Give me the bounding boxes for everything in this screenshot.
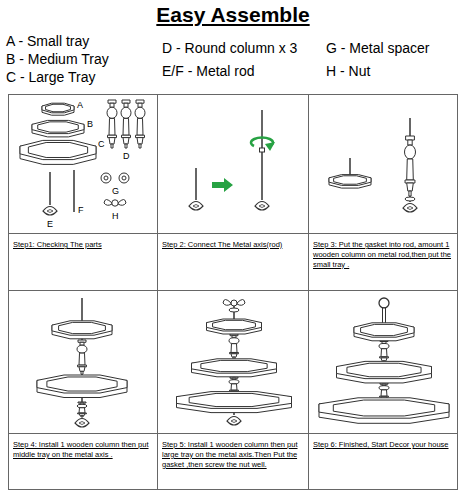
wing-nut-wing: [104, 200, 112, 206]
step-panel: Step1: Checking The parts: [8, 94, 158, 291]
step-caption: Step 2: Connect The Metal axis(rod): [162, 240, 304, 250]
metal-rod: [261, 110, 263, 200]
washer-hole: [104, 176, 108, 180]
green-rotate-arrowhead: [265, 142, 275, 151]
step-panel: Step 3: Put the gasket into rod, amount …: [308, 94, 458, 291]
part-letter: F: [78, 205, 84, 216]
column: [77, 402, 87, 417]
top-ring-stem: [383, 308, 386, 324]
column: [405, 136, 416, 196]
wing-nut-wing: [223, 300, 231, 306]
large-tray: [319, 398, 449, 424]
small-tray: [42, 103, 74, 115]
gasket: [405, 197, 415, 201]
large-tray: [177, 392, 292, 413]
column: [135, 100, 145, 148]
part-letter: A: [77, 100, 83, 111]
parts-figure: [20, 100, 145, 215]
caption-area: Step 2: Connect The Metal axis(rod): [158, 233, 308, 290]
part-letter: G: [112, 186, 119, 197]
wing-nut-wing: [118, 200, 126, 206]
part-list-entry: H - Nut: [326, 63, 370, 80]
column: [107, 100, 117, 148]
gasket: [229, 308, 239, 312]
step-panel: Step 2: Connect The Metal axis(rod): [157, 94, 309, 291]
caption-area: Step 3: Put the gasket into rod, amount …: [309, 233, 457, 290]
column: [121, 100, 131, 148]
small-tray: [354, 323, 414, 341]
part-letter: E: [47, 219, 53, 230]
step4-figure: [37, 298, 127, 427]
connect-rod-figure: [189, 110, 275, 210]
washer: [101, 173, 111, 183]
metal-rod: [73, 170, 75, 212]
column: [229, 334, 239, 359]
large-tray: [20, 140, 96, 164]
part-list-entry: G - Metal spacer: [326, 40, 429, 57]
small-tray: [329, 175, 371, 189]
small-tray: [52, 321, 112, 339]
washer: [119, 173, 129, 183]
step-caption: Step 5: Install 1 wooden column then put…: [162, 440, 304, 469]
wing-nut-body: [231, 300, 237, 306]
part-list-entry: D - Round column x 3: [162, 40, 297, 57]
step-caption: Step1: Checking The parts: [13, 240, 153, 250]
part-list-entry: C - Large Tray: [6, 69, 95, 86]
step-caption: Step 6: Finished, Start Decor your house: [313, 440, 453, 450]
wing-nut-body: [112, 200, 118, 206]
part-letter: D: [123, 151, 130, 162]
small-tray: [207, 319, 262, 334]
part-letter: C: [98, 139, 105, 150]
step5-figure: [177, 300, 292, 426]
medium-tray: [192, 359, 277, 377]
medium-tray: [32, 120, 84, 136]
finished-stand-figure: [319, 298, 449, 423]
step-panel: Step 4: Install 1 wooden column then put…: [8, 290, 158, 490]
step-panel: Step 5: Install 1 wooden column then put…: [157, 290, 309, 490]
rod-handle: [255, 202, 269, 211]
caption-area: Step 6: Finished, Start Decor your house: [309, 433, 457, 489]
rod-handle: [43, 207, 57, 216]
step3-figure: [329, 118, 417, 212]
rod-handle: [403, 204, 417, 213]
step-caption: Step 4: Install 1 wooden column then put…: [13, 440, 153, 460]
column: [379, 340, 389, 363]
medium-tray: [337, 361, 432, 383]
caption-area: Step1: Checking The parts: [9, 233, 157, 290]
rod-handle: [227, 417, 241, 426]
metal-rod: [49, 172, 51, 205]
green-arrow: [212, 178, 233, 192]
part-list-entry: A - Small tray: [6, 33, 89, 50]
caption-area: Step 5: Install 1 wooden column then put…: [158, 433, 308, 489]
step-caption: Step 3: Put the gasket into rod, amount …: [313, 240, 453, 269]
washer-hole: [122, 176, 126, 180]
rod-joint: [260, 148, 265, 152]
top-ring-handle: [379, 298, 389, 308]
part-list-entry: E/F - Metal rod: [162, 63, 255, 80]
wing-nut-wing: [237, 300, 245, 306]
rod-handle: [75, 419, 89, 428]
metal-rod: [195, 168, 197, 200]
part-letter: H: [112, 211, 119, 222]
part-list-entry: B - Medium Tray: [6, 51, 109, 68]
rod-handle: [189, 202, 203, 211]
step-panel: Step 6: Finished, Start Decor your house: [308, 290, 458, 490]
caption-area: Step 4: Install 1 wooden column then put…: [9, 433, 157, 489]
column: [77, 340, 87, 374]
title: Easy Assemble: [0, 2, 466, 27]
medium-tray: [37, 375, 127, 398]
part-letter: B: [87, 119, 93, 130]
